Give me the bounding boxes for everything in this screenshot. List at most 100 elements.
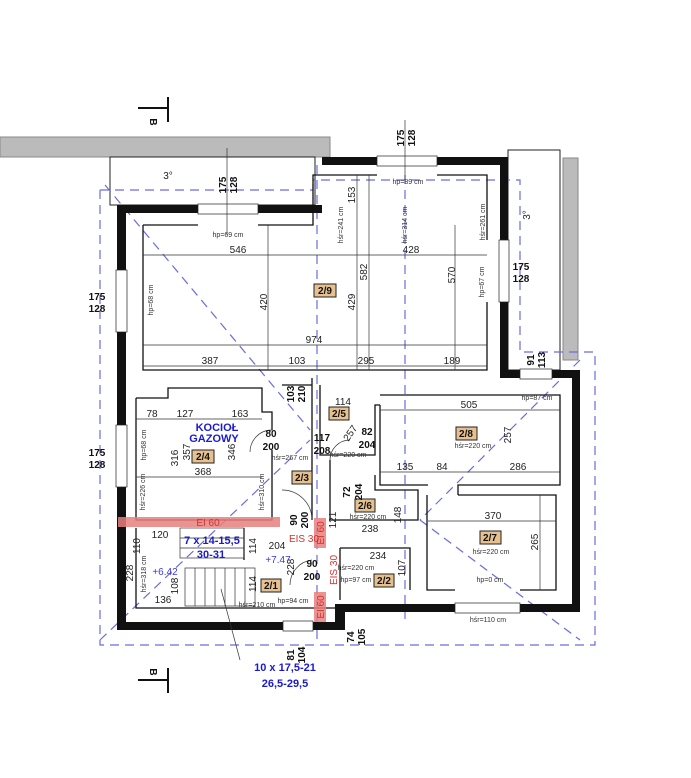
dimension-label: 90 [306,559,318,570]
dimension-label: 127 [177,409,194,420]
dimension-lines [136,120,560,590]
dimension-label: 420 [259,293,270,310]
dimension-label: 2/7 [483,533,497,544]
dimension-label: 114 [248,538,259,554]
dimension-label: 234 [370,551,387,562]
dimension-label: hśr=314 cm [402,206,409,243]
room-2-8[interactable]: 2/8 505 257 135 84 286 hp=87 cm hśr=220 … [397,395,553,473]
stair-spec-lower: 26,5-29,5 [262,678,308,690]
terrace-right [562,157,579,361]
dimension-label: 228 [125,564,136,581]
dimension-label: hśr=220 cm [350,514,387,521]
dimension-label: 505 [461,400,478,411]
dimension-label: 74 [346,631,357,643]
dimension-label: 120 [152,530,169,541]
dimension-label: 103 [286,385,297,402]
dimension-label: 2/4 [196,452,210,463]
room-2-1-staircase[interactable]: 2/1 120 110 114 204 228 108 136 114 228 … [125,530,309,609]
section-marker-top: B [138,97,169,126]
fire-rating-labels: EI 60 EIS 30 EI 60 EIS 30 EI 60 [196,518,340,619]
dimension-label: 128 [229,176,240,193]
dimension-label: 90 [289,514,300,526]
dimension-label: 2/8 [459,429,473,440]
windows [115,155,553,632]
room-2-5[interactable]: 2/5 114 [328,397,351,421]
dimension-label: hp=69 cm [213,232,244,239]
dimension-label: 117 [314,433,331,444]
dimension-label: 175 [89,292,106,303]
dimension-label: 295 [358,356,375,367]
section-marker-bottom: B [138,668,169,693]
dimension-label: hp=94 cm [278,598,309,605]
dimension-label: hśr=226 cm [140,473,147,510]
fire-wall-band [314,592,326,622]
dimension-label: 429 [347,293,358,310]
dimension-label: 208 [314,446,331,457]
room-2-2[interactable]: 2/2 234 107 hśr=220 cm hp=97 cm [338,551,408,588]
room-2-9[interactable]: 2/9 hp=69 cm hp=89 cm hp=68 cm hp=67 cm … [148,179,487,367]
dimension-label: 286 [510,462,527,473]
dimension-label: 357 [182,443,193,460]
dimension-label: 228 [286,558,297,575]
dimension-label: 2/6 [358,501,372,512]
dimension-label: 189 [444,356,461,367]
dimension-label: 108 [170,577,181,594]
dimension-label: KOCIOŁ [196,422,239,434]
dimension-label: 368 [195,467,212,478]
dimension-label: 128 [89,304,106,315]
dimension-label: 570 [447,266,458,283]
dimension-label: EI 60 [196,518,220,529]
dimension-label: hśr=310 cm [259,473,266,510]
dimension-label: 135 [397,462,414,473]
dimension-label: 204 [354,483,365,500]
dimension-label: hśr=318 cm [141,555,148,592]
dimension-label: hp=89 cm [393,179,424,186]
dimension-label: 128 [513,274,530,285]
dimension-label: 200 [263,442,280,453]
dimension-label: 175 [218,176,229,193]
stairs[interactable] [179,527,256,661]
room-2-7[interactable]: 2/7 370 265 hśr=220 cm hp=0 cm hśr=110 c… [470,511,541,624]
window-size-labels: 175 128 175 128 175 128 175 128 175 128 … [89,129,548,663]
fire-wall-band [314,518,326,548]
level-mark: +6.42 [152,567,178,578]
dimension-label: 110 [132,538,143,554]
dimension-label: 204 [359,440,376,451]
dimension-label: 148 [393,506,404,523]
dimension-label: hśr=241 cm [338,206,345,243]
dimension-label: 346 [227,443,238,460]
dimension-label: hśr=210 cm [239,602,276,609]
slope-label: 3° [163,171,173,182]
dimension-label: 82 [361,427,373,438]
dimension-label: hp=68 cm [141,429,148,460]
dimension-label: 103 [289,356,306,367]
dimension-label: hp=68 cm [148,284,155,315]
dimension-label: 370 [485,511,502,522]
room-2-4-boiler[interactable]: 2/4 KOCIOŁ GAZOWY 78 127 163 316 357 346… [140,409,266,510]
dimension-label: 175 [89,448,106,459]
dimension-label: 104 [297,646,308,663]
dimension-label: GAZOWY [189,433,239,445]
dimension-label: 582 [359,263,370,280]
dimension-label: 136 [155,595,172,606]
dimension-label: hśr=220 cm [338,565,375,572]
room-2-3-hall[interactable]: 2/3 hśr=267 cm hśr=220 cm [272,452,367,485]
dimension-label: 72 [342,486,353,498]
dimension-label: EIS 30 [289,534,319,545]
dimension-label: 2/1 [264,581,278,592]
slope-label: 3° [522,210,533,220]
dimension-label: 114 [248,576,259,592]
dimension-label: 316 [170,449,181,466]
dimension-label: 113 [537,351,548,368]
stair-spec-upper: 7 x 14-15,5 [184,535,240,547]
stair-spec-upper: 30-31 [197,549,225,561]
dimension-label: 974 [306,335,323,346]
dimension-label: hśr=220 cm [473,549,510,556]
exterior-walls [117,157,580,630]
dimension-label: EI 60 [316,521,327,545]
stair-spec-lower: 10 x 17,5-21 [254,662,316,674]
dimension-label: 2/9 [318,286,332,297]
dimension-label: 210 [297,385,308,402]
dimension-label: 128 [407,129,418,146]
